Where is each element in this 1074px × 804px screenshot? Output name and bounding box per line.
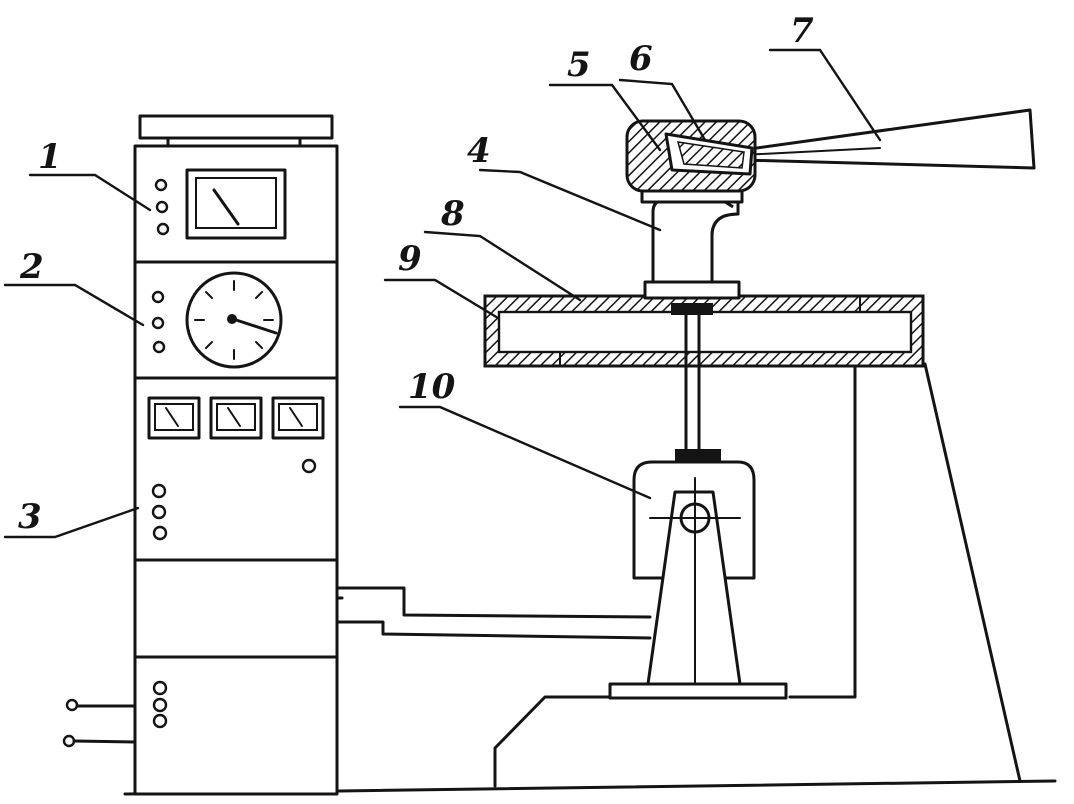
callout-labels: 1 2 3 4 5 6 7 8 9 10 (18, 11, 814, 537)
clamp-head (625, 119, 757, 193)
label-8: 8 (440, 194, 465, 234)
specimen-holder (640, 184, 744, 300)
label-10: 10 (408, 367, 456, 407)
label-1: 1 (38, 137, 62, 177)
cabinet-section-2 (151, 271, 283, 369)
label-3: 3 (18, 497, 42, 537)
cabinet-terminals (62, 680, 168, 748)
cabinet-section-3 (147, 396, 325, 541)
drive-shaft (675, 312, 721, 461)
label-2: 2 (19, 247, 44, 287)
label-7: 7 (790, 11, 814, 51)
label-4: 4 (467, 131, 491, 171)
blade-specimen (740, 108, 1036, 170)
label-5: 5 (567, 45, 591, 85)
cabinet-section-1 (154, 168, 287, 240)
drive-unit (608, 460, 788, 700)
dial-needle-icon (228, 316, 278, 335)
label-6: 6 (629, 39, 653, 79)
signal-cables (335, 586, 652, 640)
label-9: 9 (398, 239, 422, 279)
rotating-table (483, 294, 925, 368)
meter-needle-icon (212, 188, 240, 226)
leader-lines (3, 48, 882, 539)
rig-frame (493, 362, 1022, 788)
